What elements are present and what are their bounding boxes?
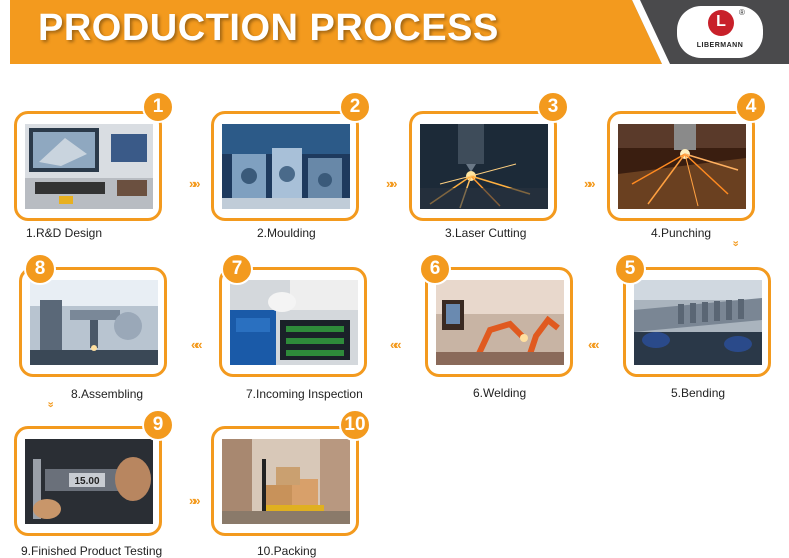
header-orange-banner [0, 0, 662, 64]
arrow-right-1-2: »» [189, 176, 201, 191]
step-badge-1: 1 [142, 91, 174, 123]
step-label-4: 4.Punching [651, 226, 712, 240]
step-card-10 [211, 426, 359, 536]
step-card-7 [219, 267, 367, 377]
step-photo-rd-design [25, 124, 153, 209]
step-card-3 [409, 111, 557, 221]
step-photo-punching [618, 124, 746, 209]
step-badge-4: 4 [735, 91, 767, 123]
step-label-9: 9.Finished Product Testing [21, 544, 163, 558]
step-badge-5: 5 [614, 253, 646, 285]
step-label-8: 8.Assembling [71, 387, 144, 401]
step-photo-incoming-inspection [230, 280, 358, 365]
logo-text: LIBERMANN [696, 42, 744, 49]
arrow-right-3-4: »» [584, 176, 596, 191]
step-card-1 [14, 111, 162, 221]
arrow-left-5-6: «« [588, 337, 600, 352]
registered-mark: ® [739, 8, 745, 17]
arrow-right-2-3: »» [386, 176, 398, 191]
step-photo-packing [222, 439, 350, 524]
step-card-8 [19, 267, 167, 377]
arrow-right-9-10: »» [189, 493, 201, 508]
svg-text:15.00: 15.00 [74, 476, 99, 487]
step-card-6 [425, 267, 573, 377]
step-label-1: 1.R&D Design [26, 226, 103, 240]
arrow-down-chevron: » [729, 240, 742, 247]
arrow-down-chevron: » [44, 401, 57, 408]
step-photo-laser-cutting [420, 124, 548, 209]
step-card-5 [623, 267, 771, 377]
step-card-4 [607, 111, 755, 221]
page-title: PRODUCTION PROCESS [38, 7, 499, 49]
step-photo-welding [436, 280, 564, 365]
header-left-edge [0, 0, 10, 64]
step-badge-2: 2 [339, 91, 371, 123]
arrow-left-7-8: «« [191, 337, 203, 352]
step-card-9: 15.00 [14, 426, 162, 536]
step-label-6: 6.Welding [473, 386, 527, 400]
step-photo-assembling [30, 280, 158, 365]
step-label-7: 7.Incoming Inspection [246, 387, 363, 401]
step-label-2: 2.Moulding [257, 226, 316, 240]
step-photo-bending [634, 280, 762, 365]
step-photo-moulding [222, 124, 350, 209]
step-badge-9: 9 [142, 409, 174, 441]
step-label-10: 10.Packing [257, 544, 317, 558]
arrow-left-6-7: «« [390, 337, 402, 352]
step-photo-finished-product-testing: 15.00 [25, 439, 153, 524]
step-badge-3: 3 [537, 91, 569, 123]
step-badge-10: 10 [339, 409, 371, 441]
logo-letter: L [716, 13, 726, 30]
step-card-2 [211, 111, 359, 221]
step-label-5: 5.Bending [671, 386, 726, 400]
step-badge-6: 6 [419, 253, 451, 285]
arrow-down-4-5: » [729, 240, 742, 247]
arrow-down-8-9: » [44, 401, 57, 408]
step-badge-8: 8 [24, 253, 56, 285]
step-badge-7: 7 [221, 253, 253, 285]
brand-logo: L ® LIBERMANN [677, 6, 763, 58]
logo-mark-icon: L [708, 10, 734, 36]
step-label-3: 3.Laser Cutting [445, 226, 527, 240]
